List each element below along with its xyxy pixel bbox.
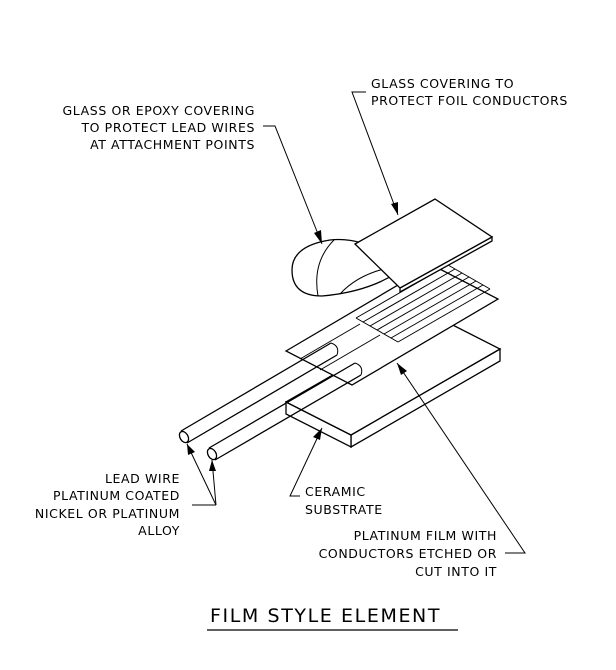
leader-glass-foil (351, 91, 399, 216)
label-line: PROTECT FOIL CONDUCTORS (371, 93, 568, 108)
label-line: CUT INTO IT (415, 564, 497, 579)
label-glass-covering-foil: GLASS COVERING TO PROTECT FOIL CONDUCTOR… (371, 76, 568, 108)
label-glass-epoxy-covering: GLASS OR EPOXY COVERING TO PROTECT LEAD … (63, 103, 255, 152)
figure-title-group: FILM STYLE ELEMENT (207, 605, 458, 631)
label-line: TO PROTECT LEAD WIRES (80, 120, 255, 135)
label-line: PLATINUM COATED (53, 488, 180, 503)
leader-epoxy (263, 125, 323, 245)
label-line: AT ATTACHMENT POINTS (90, 137, 255, 152)
label-line: SUBSTRATE (305, 502, 383, 517)
label-line: ALLOY (138, 523, 180, 538)
lead-wire-1 (178, 342, 339, 444)
platinum-film-layer (284, 264, 500, 386)
label-line: GLASS OR EPOXY COVERING (63, 103, 255, 118)
leader-lead-wire (186, 443, 217, 506)
label-line: CONDUCTORS ETCHED OR (319, 546, 497, 561)
label-line: NICKEL OR PLATINUM (35, 506, 180, 521)
label-lead-wire: LEAD WIRE PLATINUM COATED NICKEL OR PLAT… (35, 471, 180, 538)
etched-conductor-pattern (355, 264, 491, 343)
label-line: GLASS COVERING TO (371, 76, 514, 91)
leader-ceramic (289, 427, 323, 497)
label-line: CERAMIC (305, 484, 366, 499)
label-ceramic-substrate: CERAMIC SUBSTRATE (305, 484, 383, 517)
figure-title: FILM STYLE ELEMENT (210, 605, 441, 627)
label-line: LEAD WIRE (105, 471, 180, 486)
leader-platinum-film (396, 362, 526, 554)
glass-cover-plate (353, 198, 494, 294)
lead-wire-2 (206, 362, 363, 461)
label-line: PLATINUM FILM WITH (354, 528, 497, 543)
label-platinum-film: PLATINUM FILM WITH CONDUCTORS ETCHED OR … (319, 528, 497, 579)
